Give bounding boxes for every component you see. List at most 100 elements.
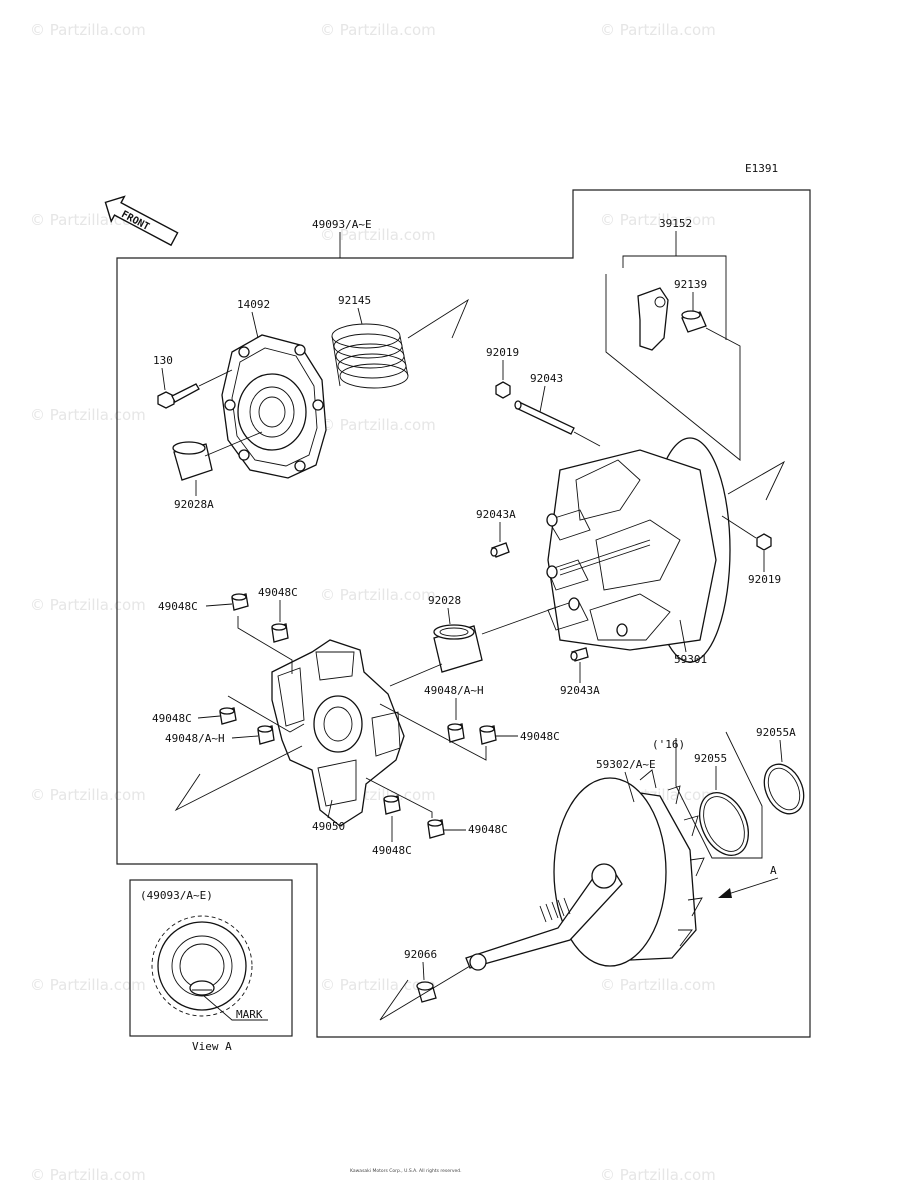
leader-line xyxy=(205,603,233,607)
weight-39152 xyxy=(637,287,669,351)
oring-92055 xyxy=(699,792,749,856)
leader-line xyxy=(573,431,601,447)
callout-92139: 92139 xyxy=(674,278,707,291)
leader-line xyxy=(624,771,635,803)
leader-line xyxy=(779,739,783,763)
leader-line xyxy=(422,961,425,981)
watermark: © Partzilla.com xyxy=(600,21,716,39)
leader-line xyxy=(237,616,293,674)
callout-59301: 59301 xyxy=(674,653,707,666)
bolt-130 xyxy=(157,383,200,409)
leader-line xyxy=(447,607,451,625)
leader-line xyxy=(251,311,259,339)
roller-49048c-1 xyxy=(231,593,249,611)
leader-line xyxy=(481,605,561,635)
callout-16: ('16) xyxy=(652,738,685,751)
gear-view-a xyxy=(151,915,253,1017)
callout-49048c-4: 49048C xyxy=(520,730,560,743)
watermark: © Partzilla.com xyxy=(30,406,146,424)
callout-92055: 92055 xyxy=(694,752,727,765)
roller-49048c-5 xyxy=(383,795,401,815)
roller-49048c-3 xyxy=(219,707,237,725)
sheave-59301 xyxy=(546,437,731,663)
callout-14092: 14092 xyxy=(237,298,270,311)
leader-line xyxy=(203,995,268,1021)
roller-49048ah-1 xyxy=(447,723,465,743)
watermark: © Partzilla.com xyxy=(30,976,146,994)
bushing-92028a xyxy=(172,441,213,481)
bushing-92028 xyxy=(433,624,483,673)
oring-92055a xyxy=(763,763,805,815)
callout-49048c-6: 49048C xyxy=(468,823,508,836)
leader-line xyxy=(389,663,443,687)
pin-92043a-top xyxy=(490,542,510,558)
watermark: © Partzilla.com xyxy=(30,21,146,39)
alignment-line xyxy=(727,460,786,501)
inset-assy-label: (49093/A~E) xyxy=(140,889,213,902)
copyright-footer: Kawasaki Motors Corp., U.S.A. All rights… xyxy=(350,1168,462,1174)
callout-49048c-1: 49048C xyxy=(158,600,198,613)
leader-line xyxy=(365,777,433,818)
leader-line xyxy=(679,619,687,653)
pin-92043 xyxy=(514,400,575,435)
alignment-line xyxy=(174,745,303,812)
spring-92145 xyxy=(331,323,409,389)
callout-92043: 92043 xyxy=(530,372,563,385)
callout-92019-top: 92019 xyxy=(486,346,519,359)
leader-line xyxy=(357,307,363,325)
callout-49093-top: 49093/A~E xyxy=(312,218,372,231)
roller-49048c-2 xyxy=(271,623,289,643)
callout-92043a-top: 92043A xyxy=(476,508,516,521)
leader-line xyxy=(161,367,166,391)
assembly-frame xyxy=(116,189,811,1038)
nut-92019-right xyxy=(756,533,772,551)
roller-49048c-6 xyxy=(427,819,445,839)
callout-92145: 92145 xyxy=(338,294,371,307)
callout-92043a-bottom: 92043A xyxy=(560,684,600,697)
watermark: © Partzilla.com xyxy=(30,786,146,804)
leader-bracket xyxy=(675,731,763,859)
callout-39152: 39152 xyxy=(659,217,692,230)
mark-label: MARK xyxy=(236,1008,263,1021)
callout-49048c-2: 49048C xyxy=(258,586,298,599)
watermark: © Partzilla.com xyxy=(600,211,716,229)
callout-49048ah-1: 49048/A~H xyxy=(424,684,484,697)
callout-130: 130 xyxy=(153,354,173,367)
cover-plate-14092 xyxy=(221,334,327,479)
cap-92066 xyxy=(416,981,437,1003)
callout-92066: 92066 xyxy=(404,948,437,961)
callout-49048c-3: 49048C xyxy=(152,712,192,725)
callout-49048ah-2: 49048/A~H xyxy=(165,732,225,745)
diagram-code: E1391 xyxy=(745,162,778,175)
spider-49050 xyxy=(271,639,405,827)
watermark: © Partzilla.com xyxy=(30,1166,146,1184)
watermark: © Partzilla.com xyxy=(600,976,716,994)
watermark: © Partzilla.com xyxy=(320,416,436,434)
watermark: © Partzilla.com xyxy=(320,976,436,994)
alignment-line xyxy=(379,965,471,1021)
callout-92028a: 92028A xyxy=(174,498,214,511)
roller-49048c-4 xyxy=(479,725,497,745)
front-arrow-icon: FRONT xyxy=(104,195,179,247)
leader-line xyxy=(539,385,546,413)
view-a-inset-frame xyxy=(129,879,293,1037)
watermark: © Partzilla.com xyxy=(320,226,436,244)
oring-92055-inner xyxy=(703,796,745,852)
pin-92139 xyxy=(681,310,707,333)
callout-49050: 49050 xyxy=(312,820,345,833)
watermark: © Partzilla.com xyxy=(30,596,146,614)
nut-92019-top xyxy=(495,381,511,399)
bracket-line xyxy=(605,274,741,461)
callout-92019-right: 92019 xyxy=(748,573,781,586)
leader-line xyxy=(227,695,305,733)
watermark: © Partzilla.com xyxy=(320,586,436,604)
callout-view-a-arrow: A xyxy=(770,864,777,877)
callout-49048c-5: 49048C xyxy=(372,844,412,857)
watermark: © Partzilla.com xyxy=(600,1166,716,1184)
view-a-arrow-icon xyxy=(718,877,779,898)
callout-59302: 59302/A~E xyxy=(596,758,656,771)
oring-92055a-inner xyxy=(767,767,801,811)
leader-line xyxy=(231,735,259,739)
watermark: © Partzilla.com xyxy=(320,21,436,39)
